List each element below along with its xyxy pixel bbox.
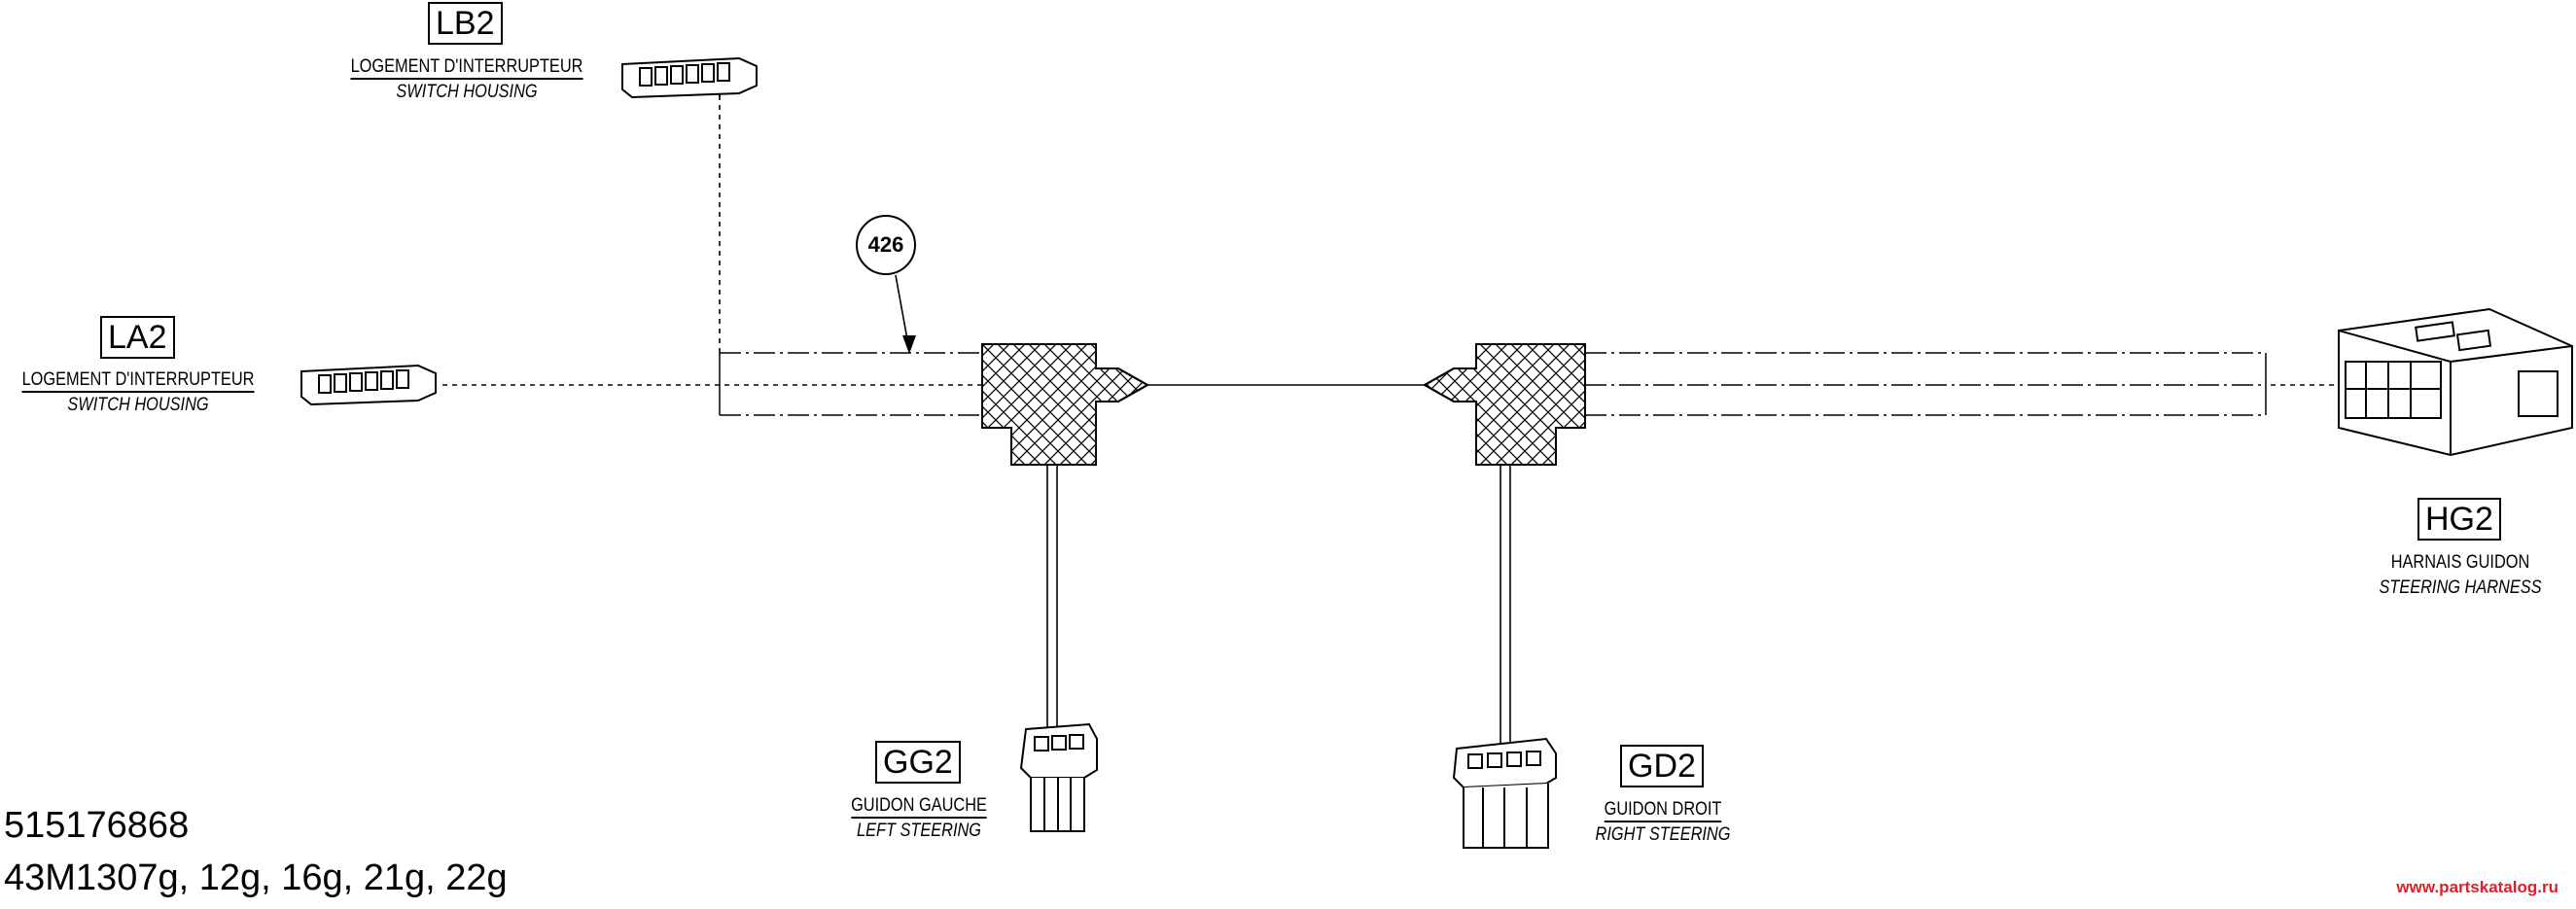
gg2-label-fr: GUIDON GAUCHE xyxy=(794,795,1044,819)
la2-label-en: SWITCH HOUSING xyxy=(67,395,209,415)
right-branch-wire xyxy=(1500,464,1511,762)
la2-code-box: LA2 xyxy=(100,316,175,359)
la2-connector-icon xyxy=(300,364,437,406)
hg2-code-box: HG2 xyxy=(2417,498,2501,541)
gg2-label-fr-text: GUIDON GAUCHE xyxy=(851,795,987,819)
gd2-connector-icon xyxy=(1452,737,1557,849)
lb2-label-fr-text: LOGEMENT D'INTERRUPTEUR xyxy=(350,56,583,80)
gd2-label-fr: GUIDON DROIT xyxy=(1537,799,1788,822)
gg2-connector-icon xyxy=(1019,722,1098,832)
gd2-code-box: GD2 xyxy=(1620,745,1704,787)
left-junction xyxy=(981,343,1150,466)
la2-label-fr: LOGEMENT D'INTERRUPTEUR xyxy=(13,369,264,393)
lb2-label-fr: LOGEMENT D'INTERRUPTEUR xyxy=(341,56,592,80)
lb2-connector-icon xyxy=(621,56,758,99)
model-list: 43M1307g, 12g, 16g, 21g, 22g xyxy=(4,857,508,898)
document-number: 515176868 xyxy=(4,805,190,846)
gg2-code-box: GG2 xyxy=(875,741,961,784)
lb2-code-box: LB2 xyxy=(428,2,503,45)
hg2-label-en: STEERING HARNESS xyxy=(2379,577,2542,598)
lb2-label-en: SWITCH HOUSING xyxy=(396,82,538,102)
gd2-label-fr-text: GUIDON DROIT xyxy=(1604,799,1722,822)
la2-label-fr-text: LOGEMENT D'INTERRUPTEUR xyxy=(21,369,255,393)
gd2-label-en: RIGHT STEERING xyxy=(1595,824,1731,845)
hg2-label-fr: HARNAIS GUIDON xyxy=(2390,552,2530,573)
part-callout-426[interactable]: 426 xyxy=(856,215,916,275)
gg2-label-en: LEFT STEERING xyxy=(856,821,982,841)
callout-arrowhead xyxy=(902,335,916,354)
left-branch-wire xyxy=(1046,464,1058,730)
watermark: www.partskatalog.ru xyxy=(2396,878,2558,896)
hg2-connector-icon xyxy=(2338,307,2573,457)
right-junction xyxy=(1422,343,1586,466)
